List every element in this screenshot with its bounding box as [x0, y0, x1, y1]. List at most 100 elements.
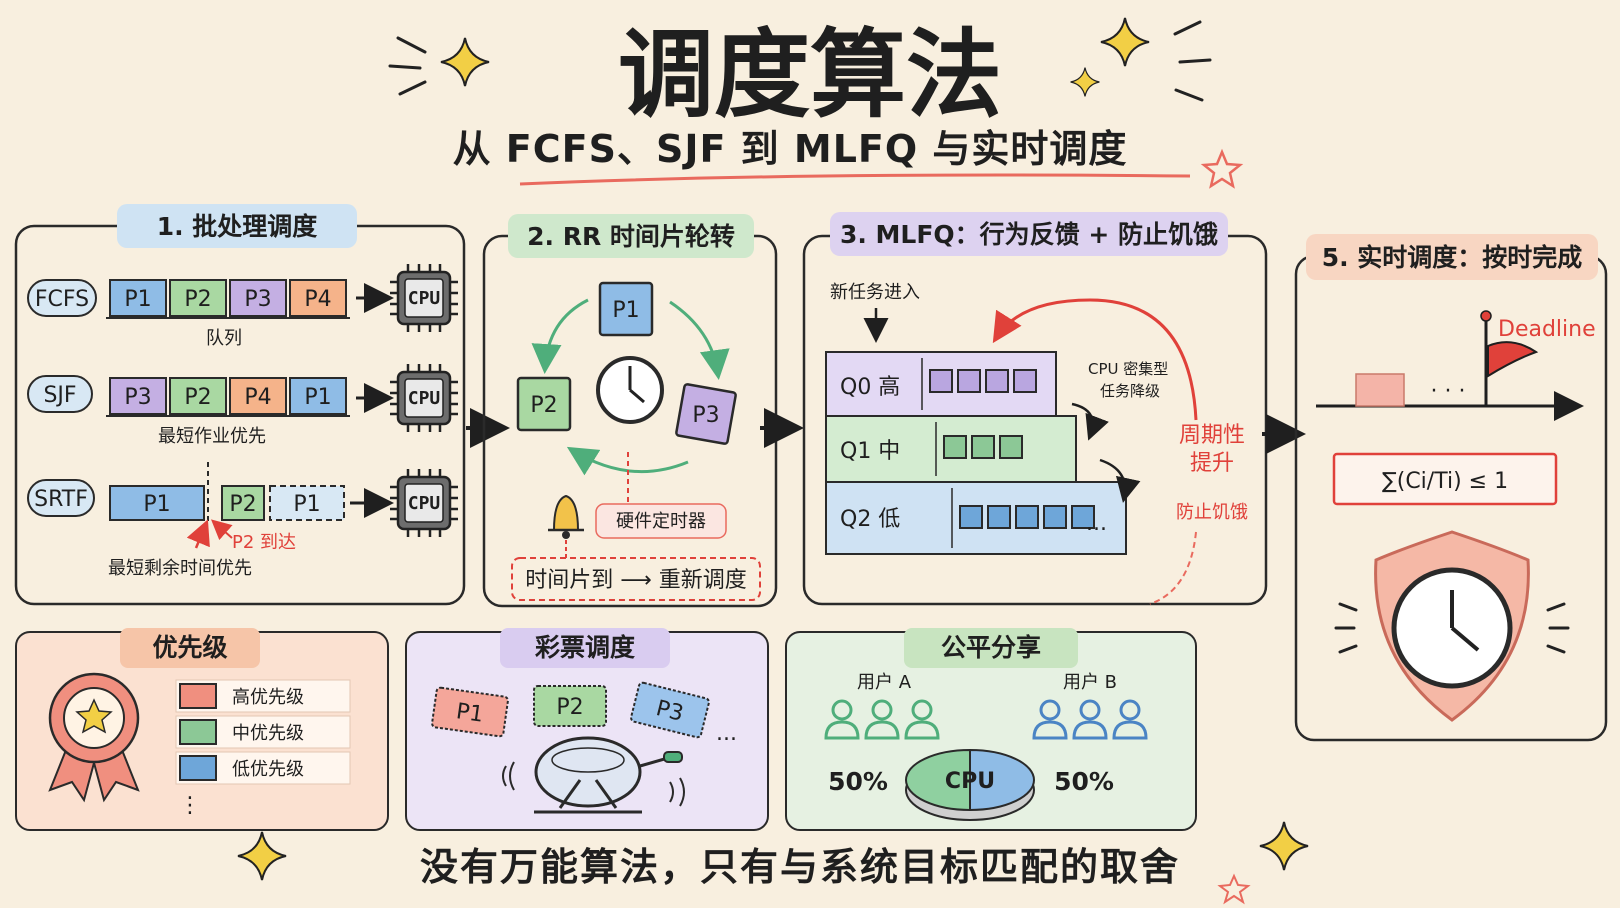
fcfs-caption: 队列 — [206, 328, 242, 349]
queue-q0-label: Q0 高 — [840, 375, 900, 400]
panel-mlfq: 3. MLFQ：行为反馈 + 防止饥饿 新任务进入 Q0 高 Q1 中 Q2 低… — [802, 212, 1268, 606]
utilization-formula: ∑(Ci/Ti) ≤ 1 — [1382, 469, 1508, 494]
queue-q0-slots — [929, 369, 1037, 393]
panel-realtime: 5. 实时调度：按时完成 · · · Deadline ∑(Ci/Ti) ≤ 1 — [1294, 234, 1608, 742]
deadline-flag-icon — [1487, 341, 1539, 378]
panel-priority-title-bg — [120, 628, 260, 668]
cpu-label: CPU — [408, 493, 441, 514]
queue-slot — [971, 435, 995, 459]
rr-task-p3 — [675, 383, 737, 445]
footer-motto: 没有万能算法，只有与系统目标匹配的取舍 — [420, 845, 1180, 889]
panel-lottery-title: 彩票调度 — [535, 633, 635, 662]
priority-swatch — [179, 755, 217, 781]
fcfs-task: P4 — [304, 287, 331, 312]
queue-q1-slots — [943, 435, 1023, 459]
queue-slot — [1015, 505, 1039, 529]
srtf-row: SRTF P1 P2 P1 P2 到达 最短剩余时间优先 CPU — [27, 462, 460, 579]
demote-label-2: 任务降级 — [1100, 382, 1160, 400]
priority-label: 中优先级 — [232, 723, 304, 744]
rr-timer-label: 硬件定时器 — [616, 511, 706, 532]
header: 调度算法 从 FCFS、SJF 到 MLFQ 与实时调度 — [388, 17, 1244, 189]
priority-label: 低优先级 — [232, 759, 304, 780]
sparkle-icon — [1100, 17, 1150, 67]
srtf-label: SRTF — [34, 487, 88, 512]
panel-fairshare: 公平分享 用户 A 用户 B CPU 50% 50% — [785, 628, 1197, 831]
rr-task-label: P1 — [612, 298, 639, 323]
srtf-task: P2 — [229, 492, 256, 517]
panel-batch-title: 1. 批处理调度 — [157, 212, 318, 241]
cpu-share-label: CPU — [945, 769, 995, 794]
rr-task-label: P3 — [692, 403, 719, 428]
panel-lottery: 彩票调度 P1 P2 P3 ... — [405, 628, 769, 831]
demote-label-1: CPU 密集型 — [1088, 360, 1168, 378]
panel-mlfq-title-bg — [830, 212, 1228, 256]
footer: 没有万能算法，只有与系统目标匹配的取舍 — [237, 821, 1309, 905]
user-a-label: 用户 A — [857, 672, 912, 693]
rr-task-label: P2 — [530, 393, 557, 418]
star-icon — [1200, 148, 1244, 189]
sjf-task: P3 — [124, 385, 151, 410]
queue-slot — [957, 369, 981, 393]
sjf-task: P2 — [184, 385, 211, 410]
panel-priority-title: 优先级 — [152, 633, 227, 662]
lottery-drum-icon — [502, 736, 685, 814]
accent-strokes — [388, 20, 1212, 102]
sjf-label: SJF — [43, 383, 76, 408]
sjf-task: P1 — [304, 385, 331, 410]
queue-slot — [959, 505, 983, 529]
cpu-share-pie — [904, 748, 1036, 821]
srtf-task: P1 — [143, 492, 170, 517]
rr-action-label: 时间片到 ⟶ 重新调度 — [525, 568, 747, 593]
clock-shield-icon — [1334, 530, 1570, 722]
fcfs-task: P1 — [124, 287, 151, 312]
fcfs-task: P3 — [244, 287, 271, 312]
star-icon — [1217, 873, 1251, 905]
page-title: 调度算法 — [618, 19, 1002, 131]
rr-task-p1 — [598, 281, 654, 337]
clock-icon — [596, 356, 664, 424]
panel-rr: 2. RR 时间片轮转 P1 P2 P3 硬件定时器 时间片到 ⟶ 重新调度 — [482, 214, 778, 608]
panel-realtime-title-bg — [1306, 234, 1598, 280]
fcfs-task: P2 — [184, 287, 211, 312]
srtf-caption: 最短剩余时间优先 — [108, 558, 252, 579]
cpu-label: CPU — [408, 388, 441, 409]
panel-batch-title-bg — [117, 204, 357, 248]
queue-slot — [999, 435, 1023, 459]
queue-q2-slots — [959, 505, 1095, 529]
sparkle-icon — [1069, 66, 1101, 98]
fcfs-label: FCFS — [35, 287, 89, 312]
boost-label-2: 提升 — [1190, 451, 1234, 476]
queue-q2-ellipsis: ... — [1086, 511, 1107, 536]
user-b-label: 用户 B — [1063, 672, 1117, 693]
deadline-label: Deadline — [1498, 317, 1596, 342]
panel-lottery-title-bg — [500, 628, 670, 668]
award-medal-icon — [48, 672, 140, 803]
panel-realtime-title: 5. 实时调度：按时完成 — [1322, 243, 1583, 272]
sjf-row: SJF P3 P2 P4 P1 最短作业优先 CPU — [27, 362, 460, 447]
lottery-ticket-p1: P1 — [431, 686, 509, 738]
panel-fairshare-title: 公平分享 — [941, 633, 1041, 662]
queue-slot — [929, 369, 953, 393]
lottery-ticket-p3: P3 — [630, 681, 710, 739]
queue-slot — [985, 369, 1009, 393]
boost-label-1: 周期性 — [1179, 423, 1245, 448]
sparkle-icon — [237, 831, 287, 881]
queue-slot — [1043, 505, 1067, 529]
priority-more: ⋮ — [179, 793, 201, 818]
anti-starve-label: 防止饥饿 — [1176, 502, 1248, 523]
cpu-label: CPU — [408, 288, 441, 309]
queue-q2-label: Q2 低 — [840, 507, 900, 532]
sjf-task: P4 — [244, 385, 271, 410]
lottery-ticket-label: P1 — [455, 699, 485, 728]
mlfq-entry-label: 新任务进入 — [830, 282, 920, 303]
bell-icon — [548, 494, 584, 539]
fcfs-row: FCFS P1 P2 P3 P4 队列 CPU — [27, 262, 460, 349]
panel-rr-title: 2. RR 时间片轮转 — [527, 222, 735, 251]
sparkle-icon — [440, 37, 490, 87]
priority-swatch — [179, 719, 217, 745]
lottery-ellipsis: ... — [716, 721, 737, 746]
queue-slot — [987, 505, 1011, 529]
